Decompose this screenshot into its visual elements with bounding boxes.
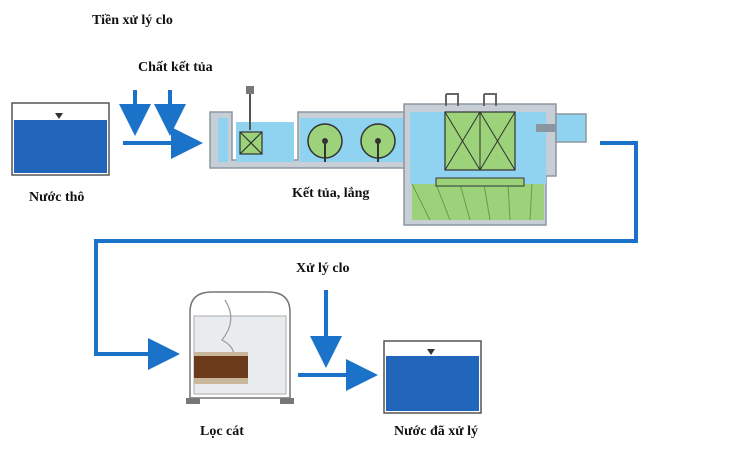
water-level-marker-icon — [55, 113, 63, 119]
label-pre-chlorination: Tiền xử lý clo — [92, 13, 173, 28]
label-coagulant: Chất kết tủa — [138, 60, 213, 75]
label-raw-water: Nước thô — [29, 190, 85, 205]
label-sand-filter: Lọc cát — [200, 424, 244, 439]
raw-water-tank — [11, 102, 110, 176]
coagulation-basins — [209, 86, 409, 169]
flow-arrow — [94, 141, 638, 370]
settling-tank — [403, 93, 587, 226]
label-coagulation-settling: Kết tủa, lắng — [292, 186, 370, 201]
label-treated-water: Nước đã xử lý — [394, 424, 479, 439]
coagulant-dosing-arrows — [119, 90, 186, 136]
sand-filter — [186, 291, 294, 404]
treated-water-tank — [383, 340, 482, 414]
water-level-marker-icon — [427, 349, 435, 355]
label-chlorination: Xử lý clo — [296, 261, 350, 276]
